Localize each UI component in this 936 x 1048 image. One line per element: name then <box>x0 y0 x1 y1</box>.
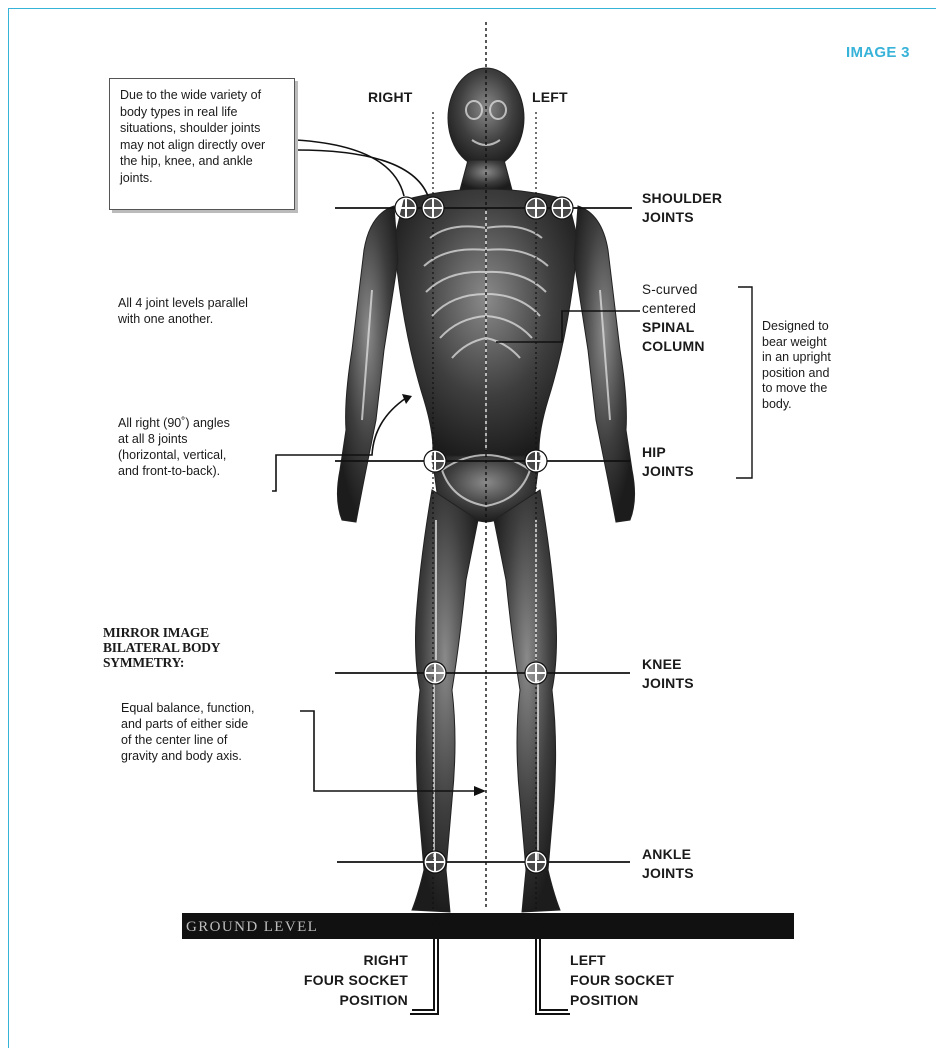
left-hip-joint-icon <box>526 451 546 471</box>
callout-connectors <box>296 140 428 196</box>
left-socket-label: LEFTFOUR SOCKETPOSITION <box>570 950 674 1010</box>
right-side-label: RIGHT <box>368 88 413 107</box>
spine-function-note: Designed tobear weight in an uprightposi… <box>762 319 831 412</box>
hip-joints-label: HIPJOINTS <box>642 443 694 481</box>
right-shoulder-outer-joint-icon <box>396 198 416 218</box>
right-hip-joint-icon <box>425 451 445 471</box>
right-ankle-joint-icon <box>425 852 445 872</box>
symmetry-title: MIRROR IMAGEBILATERAL BODYSYMMETRY: <box>103 625 220 670</box>
image-badge: IMAGE 3 <box>846 44 910 61</box>
left-ankle-joint-icon <box>526 852 546 872</box>
spine-bracket <box>736 287 752 478</box>
socket-arrows <box>410 926 570 1014</box>
right-shoulder-inner-joint-icon <box>423 198 443 218</box>
right-angles-note: All right (90˚) anglesat all 8 joints (h… <box>118 415 230 479</box>
ground-level-label: GROUND LEVEL <box>186 919 318 936</box>
symmetry-description: Equal balance, function,and parts of eit… <box>121 700 254 764</box>
symmetry-arrow-icon <box>474 786 486 796</box>
left-knee-joint-icon <box>526 663 546 683</box>
right-socket-label: RIGHTFOUR SOCKETPOSITION <box>264 950 408 1010</box>
spinal-column-label: S-curved centered SPINAL COLUMN <box>642 281 705 355</box>
left-side-label: LEFT <box>532 88 568 107</box>
shoulder-alignment-callout: Due to the wide variety of body types in… <box>109 78 295 210</box>
right-knee-joint-icon <box>425 663 445 683</box>
left-shoulder-inner-joint-icon <box>526 198 546 218</box>
shoulder-joints-label: SHOULDERJOINTS <box>642 189 722 227</box>
left-shoulder-outer-joint-icon <box>552 198 572 218</box>
ankle-joints-label: ANKLEJOINTS <box>642 845 694 883</box>
parallel-levels-note: All 4 joint levels parallelwith one anot… <box>118 295 248 327</box>
knee-joints-label: KNEEJOINTS <box>642 655 694 693</box>
